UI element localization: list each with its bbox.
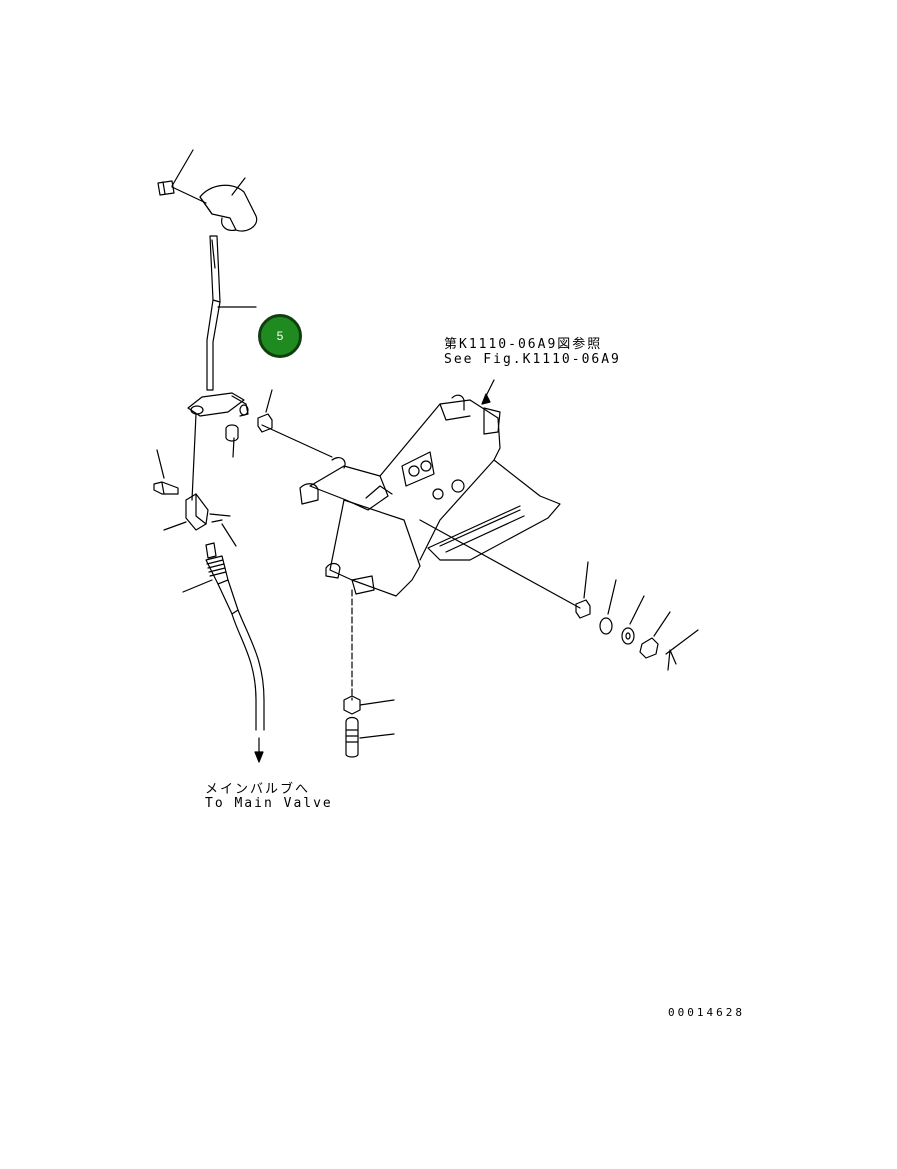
drawing-number: 00014628: [668, 1006, 745, 1019]
right-bushing: [575, 599, 591, 619]
leader-line-bolt-top: [171, 149, 194, 187]
clamp-bolt: [153, 481, 179, 495]
destination-label-jp: メインバルブへ: [205, 782, 311, 797]
leader-line-clamp-nut: [221, 523, 237, 547]
bottom-nut: [343, 695, 361, 715]
leader-line-right-bushing: [583, 561, 589, 599]
right-nut: [639, 637, 659, 659]
control-cable: [205, 542, 265, 763]
leader-line-cotter-pin: [673, 629, 699, 649]
leader-line-cable: [182, 579, 213, 593]
leader-line-right-lockwasher: [629, 595, 645, 625]
reference-arrow-head: [481, 393, 491, 405]
leader-line-clamp-bolt: [156, 449, 165, 479]
leader-line-bottom-bolt: [359, 733, 395, 739]
reference-label-en: See Fig.K1110-06A9: [444, 352, 621, 367]
lever-pivot: [187, 392, 249, 501]
leader-line-pin: [232, 437, 235, 458]
lever-knob: [199, 184, 258, 232]
callout-marker[interactable]: 5: [258, 314, 302, 358]
main-bracket: [299, 394, 581, 701]
leader-line-right-washer: [607, 579, 617, 615]
leader-line-right-nut: [653, 611, 671, 637]
leader-line-clamp: [163, 521, 187, 531]
leader-line-bottom-nut: [359, 699, 395, 706]
callout-number: 5: [276, 329, 284, 343]
reference-label-jp: 第K1110-06A9図参照: [444, 337, 603, 352]
bushing-upper: [257, 413, 333, 458]
right-lockwasher: [621, 627, 635, 645]
bottom-bolt: [345, 716, 359, 758]
leader-line-knob: [231, 177, 246, 196]
shift-lever: [206, 235, 221, 391]
right-washer: [599, 617, 613, 635]
leader-line-bushing-upper: [265, 389, 273, 413]
destination-label-en: To Main Valve: [205, 796, 333, 811]
top-bolt: [157, 180, 207, 204]
cotter-pin: [665, 647, 677, 671]
cable-clamp: [185, 493, 231, 531]
